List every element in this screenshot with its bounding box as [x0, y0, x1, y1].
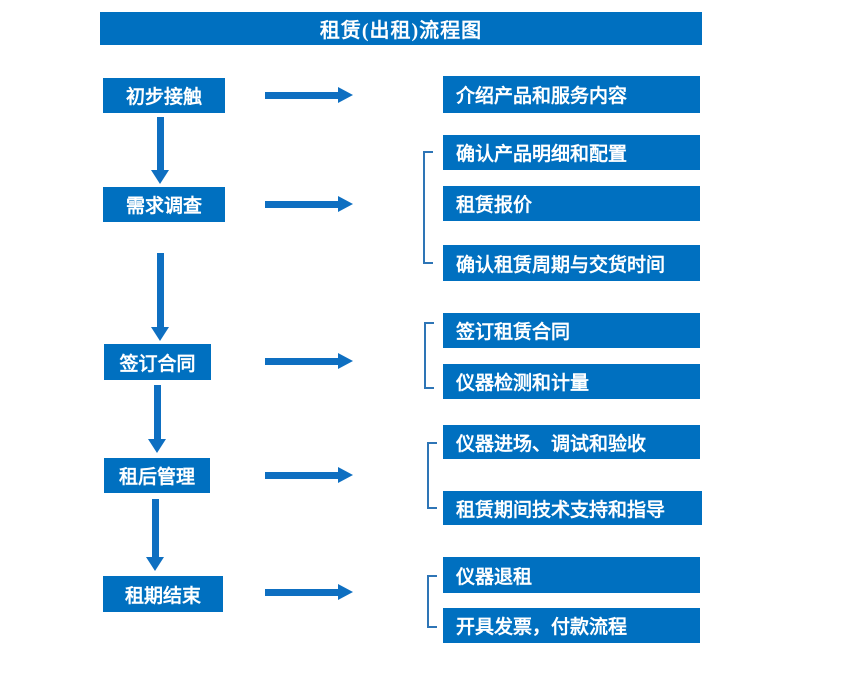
- group-bracket: [424, 322, 434, 389]
- output-box: 介绍产品和服务内容: [443, 76, 700, 113]
- title-bar: 租赁(出租)流程图: [100, 12, 702, 45]
- output-label: 租赁期间技术支持和指导: [456, 499, 666, 521]
- output-label: 确认租赁周期与交货时间: [456, 254, 666, 276]
- down-arrow-icon: [146, 499, 164, 571]
- output-label: 确认产品明细和配置: [456, 144, 628, 165]
- down-arrow-icon: [148, 385, 166, 453]
- group-bracket: [427, 442, 437, 509]
- step-label: 租后管理: [118, 467, 195, 488]
- output-label: 仪器退租: [456, 566, 533, 588]
- output-box: 租赁报价: [443, 186, 700, 221]
- output-label: 仪器检测和计量: [456, 373, 590, 394]
- output-box: 签订租赁合同: [443, 313, 700, 348]
- output-box: 仪器退租: [443, 557, 700, 593]
- output-label: 开具发票，付款流程: [456, 617, 628, 638]
- output-box: 租赁期间技术支持和指导: [443, 491, 702, 525]
- output-box: 仪器检测和计量: [443, 364, 700, 399]
- down-arrow-icon: [151, 253, 169, 341]
- output-label: 租赁报价: [456, 195, 533, 216]
- page-title: 租赁(出租)流程图: [319, 20, 483, 42]
- step-box-rental-end: 租期结束: [103, 576, 223, 612]
- step-box-initial-contact: 初步接触: [103, 78, 225, 113]
- right-arrow-icon: [265, 584, 353, 600]
- output-box: 确认租赁周期与交货时间: [443, 245, 700, 281]
- right-arrow-icon: [265, 196, 353, 212]
- group-bracket: [423, 151, 433, 264]
- step-box-needs-survey: 需求调查: [103, 187, 225, 222]
- step-label: 签订合同: [119, 353, 196, 375]
- right-arrow-icon: [265, 467, 353, 483]
- step-box-sign-contract: 签订合同: [104, 344, 211, 380]
- step-label: 租期结束: [124, 585, 201, 607]
- step-label: 初步接触: [125, 87, 202, 108]
- step-box-post-rental-management: 租后管理: [104, 458, 210, 493]
- group-bracket: [427, 575, 437, 628]
- step-label: 需求调查: [125, 196, 202, 217]
- output-label: 签订租赁合同: [456, 322, 571, 343]
- output-box: 确认产品明细和配置: [443, 135, 700, 170]
- output-box: 开具发票，付款流程: [443, 608, 700, 643]
- right-arrow-icon: [265, 353, 353, 369]
- down-arrow-icon: [151, 117, 169, 184]
- output-box: 仪器进场、调试和验收: [443, 425, 700, 459]
- output-label: 仪器进场、调试和验收: [456, 433, 647, 455]
- right-arrow-icon: [265, 87, 353, 103]
- output-label: 介绍产品和服务内容: [456, 86, 628, 107]
